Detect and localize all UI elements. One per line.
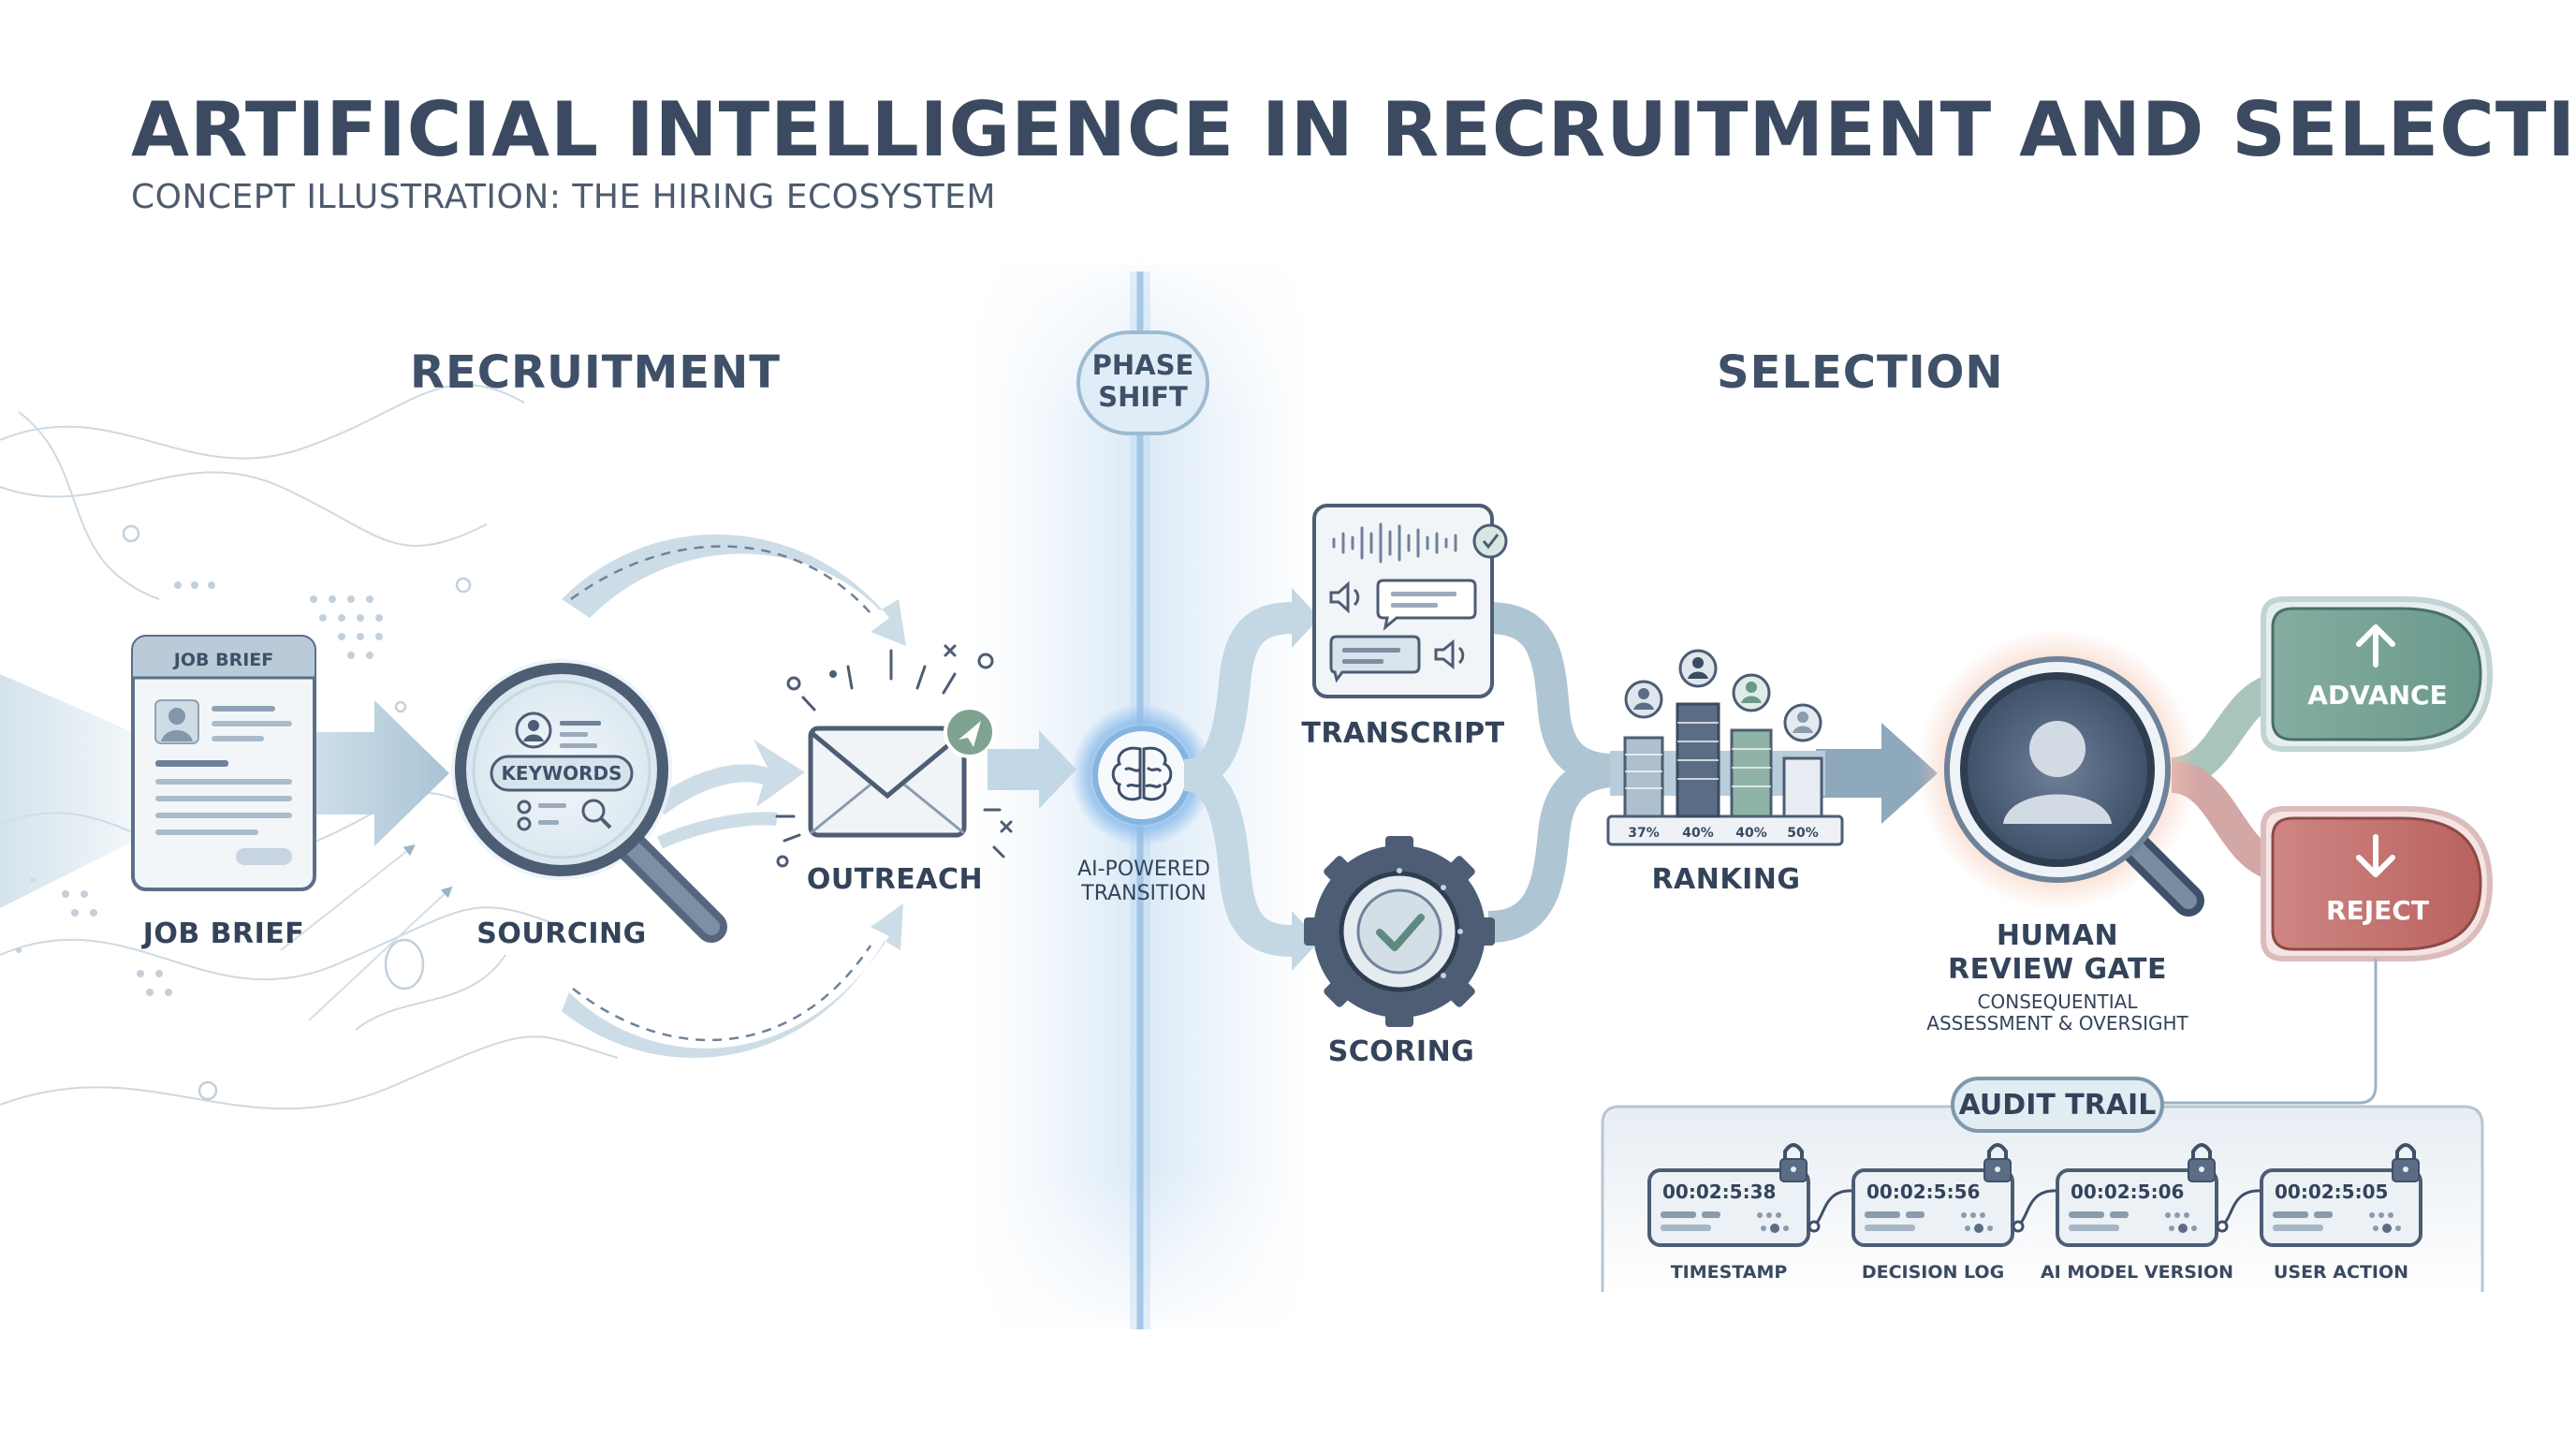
- outreach-label: OUTREACH: [806, 863, 984, 896]
- audit-entry-time: 00:02:5:38: [1662, 1181, 1776, 1203]
- arrow-down-icon: [2356, 834, 2395, 877]
- audit-entry-label: TIMESTAMP: [1670, 1262, 1788, 1283]
- audit-entry-time: 00:02:5:05: [2275, 1181, 2388, 1203]
- audit-entry-card[interactable]: [1647, 1168, 1810, 1247]
- decorative-dots: [16, 581, 383, 996]
- transition-label-line-1: AI-POWERED: [1077, 858, 1210, 881]
- transcript-label: TRANSCRIPT: [1301, 717, 1505, 750]
- flow-arrow-ranking-to-review: [1816, 723, 1938, 824]
- ranking-percent-4: 50%: [1787, 826, 1819, 841]
- section-selection: SELECTION: [1717, 346, 2004, 399]
- ai-brain-node[interactable]: [1071, 704, 1213, 846]
- phase-shift-line-2: SHIFT: [1098, 381, 1188, 413]
- speaker-icon: [1434, 638, 1465, 670]
- scoring-label: SCORING: [1327, 1035, 1475, 1068]
- advance-button[interactable]: ADVANCE: [2261, 596, 2494, 752]
- ranking-label: RANKING: [1651, 863, 1801, 896]
- decorative-rings: [122, 524, 472, 1101]
- avatar-icon: [154, 699, 199, 744]
- ranking-bar-4: [1782, 756, 1823, 818]
- job-brief-label: JOB BRIEF: [142, 917, 305, 950]
- person-silhouette-icon: [2003, 721, 2112, 824]
- merge-arrows: [1487, 602, 1613, 943]
- audit-entry-card[interactable]: [2056, 1168, 2218, 1247]
- faint-arrow-cues: [280, 844, 453, 1021]
- audit-entry-label: USER ACTION: [2273, 1262, 2409, 1283]
- human-review-gate[interactable]: [1917, 629, 2204, 917]
- avatar-icon: [515, 712, 552, 749]
- page-title: ARTIFICIAL INTELLIGENCE IN RECRUITMENT A…: [131, 86, 2576, 173]
- checkmark-icon: [1472, 523, 1508, 559]
- arrow-up-icon: [2356, 624, 2395, 668]
- scoring-gear-icon[interactable]: [1304, 836, 1495, 1027]
- split-arrows: [1182, 588, 1320, 971]
- ranking-bar-chart-icon[interactable]: 37% 40% 40% 50%: [1606, 649, 1844, 846]
- review-gate-title-line-2: REVIEW GATE: [1948, 953, 2167, 986]
- sourcing-label: SOURCING: [476, 917, 647, 950]
- incoming-flow: [0, 674, 150, 908]
- flow-arrow-outreach-to-brain: [988, 730, 1076, 809]
- lock-icon: [1779, 1143, 1808, 1182]
- ranking-bar-3: [1730, 728, 1773, 818]
- phase-shift-badge: PHASE SHIFT: [1076, 330, 1209, 435]
- advance-label: ADVANCE: [2307, 680, 2447, 711]
- audit-connector: [2153, 959, 2378, 1105]
- ranking-bar-1: [1623, 736, 1664, 818]
- ranking-avatars: [1624, 649, 1822, 742]
- ranking-percent-1: 37%: [1628, 826, 1660, 841]
- flow-arrow-brief-to-sourcing: [309, 700, 449, 846]
- speaker-icon: [1329, 580, 1360, 614]
- section-recruitment: RECRUITMENT: [410, 346, 781, 399]
- audit-entry-card[interactable]: [1852, 1168, 2014, 1247]
- audit-trail-panel: AUDIT TRAIL 00:02:5:38 00:02:5:56 00:02:5:…: [1601, 1077, 2484, 1292]
- review-gate-title-line-1: HUMAN: [1996, 919, 2119, 952]
- audit-entry-label: AI MODEL VERSION: [2040, 1262, 2234, 1283]
- job-brief-card-title: JOB BRIEF: [172, 650, 273, 670]
- audit-entry-time: 00:02:5:06: [2071, 1181, 2184, 1203]
- brain-icon: [1111, 746, 1173, 801]
- transcript-card[interactable]: [1312, 504, 1508, 698]
- keywords-tag: KEYWORDS: [501, 762, 622, 785]
- page-subtitle: CONCEPT ILLUSTRATION: THE HIRING ECOSYST…: [131, 178, 996, 216]
- lock-icon: [2188, 1143, 2216, 1182]
- waveform-icon: [1332, 522, 1457, 564]
- outreach-envelope-icon[interactable]: [775, 644, 1013, 868]
- transition-label-line-2: TRANSITION: [1081, 882, 1207, 905]
- audit-entry-card[interactable]: [2260, 1168, 2422, 1247]
- reject-button[interactable]: REJECT: [2261, 806, 2494, 961]
- send-icon: [944, 706, 996, 758]
- review-gate-caption-line-1: CONSEQUENTIAL: [1977, 990, 2138, 1013]
- sourcing-magnifier-icon[interactable]: KEYWORDS: [451, 659, 727, 943]
- job-brief-card[interactable]: JOB BRIEF: [131, 635, 316, 891]
- audit-entry-time: 00:02:5:56: [1866, 1181, 1980, 1203]
- reject-label: REJECT: [2326, 895, 2429, 926]
- lock-icon: [1983, 1143, 2012, 1182]
- phase-shift-line-1: PHASE: [1092, 349, 1194, 381]
- sourcing-curved-arrows: [562, 534, 906, 1058]
- review-gate-caption-line-2: ASSESSMENT & OVERSIGHT: [1926, 1012, 2188, 1034]
- ranking-percent-2: 40%: [1682, 826, 1714, 841]
- audit-trail-title: AUDIT TRAIL: [1959, 1089, 2157, 1122]
- lock-icon: [2392, 1143, 2420, 1182]
- audit-entry-label: DECISION LOG: [1861, 1262, 2005, 1283]
- ranking-percent-3: 40%: [1735, 826, 1767, 841]
